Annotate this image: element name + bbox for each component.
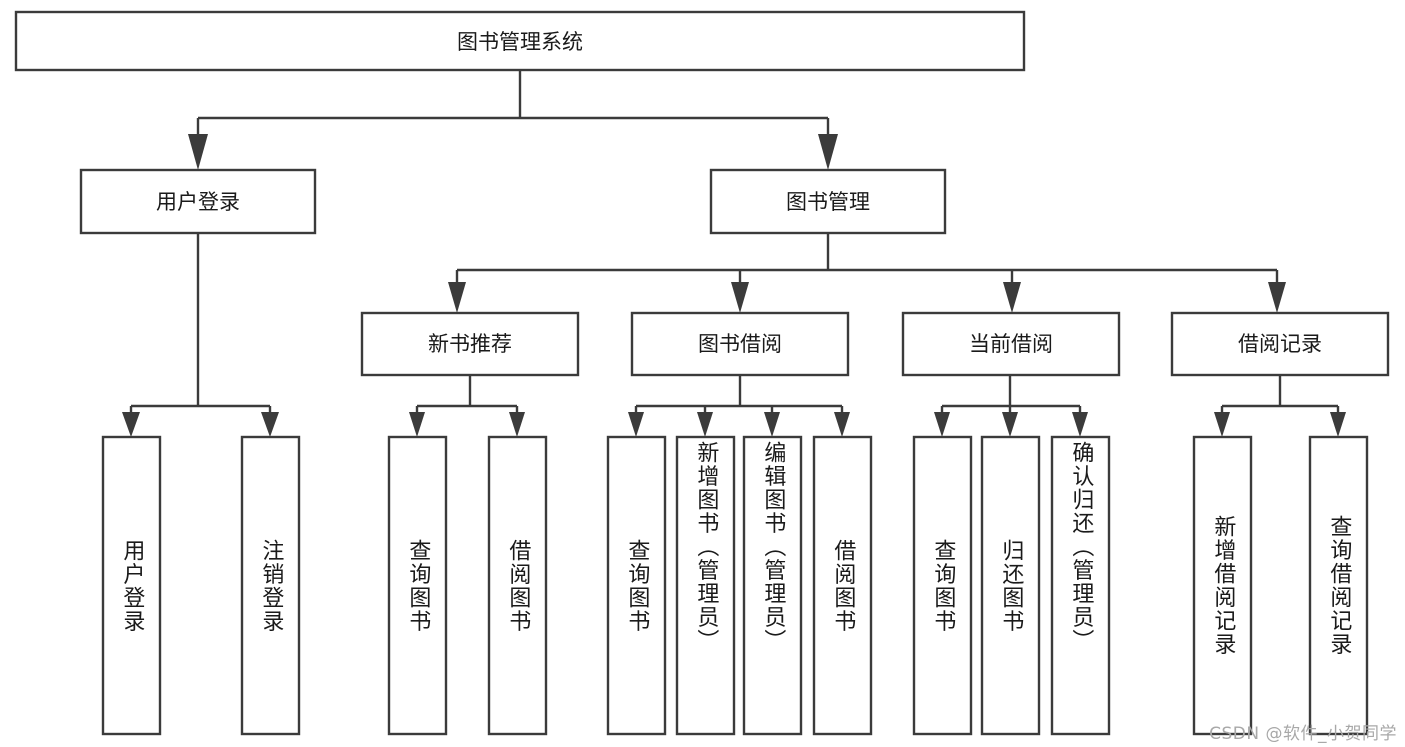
node-root-box[interactable] [14,10,1026,72]
arrow-head-nbr-leaf-1 [409,412,425,437]
leaf-box-group [101,435,1369,736]
node-user-login-box[interactable] [79,168,317,235]
node-book-management[interactable]: 图书管理 [709,168,947,235]
connector-group-book-manage [448,233,1286,313]
node-new-book-recommend-label: 新书推荐 [428,332,512,356]
arrow-head-new-book-rec [448,282,466,313]
arrow-head-cb-leaf-1 [934,412,950,437]
node-borrow-record-label: 借阅记录 [1238,332,1322,356]
arrow-head-user-leaf-2 [261,412,279,437]
node-current-borrow[interactable]: 当前借阅 [901,311,1121,377]
arrow-head-bb-leaf-3 [764,412,780,437]
connector-group-book-borrow [628,375,850,437]
node-user-login-label: 用户登录 [156,190,240,214]
arrow-head-cb-leaf-3 [1072,412,1088,437]
arrow-head-book-borrow [731,282,749,313]
connector-group-new-book-rec [409,375,525,437]
arrow-head-cb-leaf-2 [1002,412,1018,437]
leaf-box-bb-query-book[interactable] [606,435,667,736]
node-book-management-label: 图书管理 [786,190,870,214]
arrow-head-to-book-manage [818,134,838,170]
node-root-book-management-system[interactable]: 图书管理系统 [14,10,1026,72]
node-book-management-box[interactable] [709,168,947,235]
leaf-box-cb-confirm-return-admin[interactable] [1050,435,1111,736]
arrow-head-bb-leaf-2 [697,412,713,437]
leaf-box-nbr-query-book[interactable] [387,435,448,736]
node-borrow-record-box[interactable] [1170,311,1390,377]
leaf-box-bb-add-book-admin[interactable] [675,435,736,736]
arrow-head-bb-leaf-4 [834,412,850,437]
connector-group-root [188,70,838,170]
leaf-box-br-query-record[interactable] [1308,435,1369,736]
node-user-login[interactable]: 用户登录 [79,168,317,235]
leaf-box-user-login[interactable] [101,435,162,736]
arrow-head-nbr-leaf-2 [509,412,525,437]
node-current-borrow-box[interactable] [901,311,1121,377]
leaf-box-bb-borrow-book[interactable] [812,435,873,736]
arrow-head-current-borrow [1003,282,1021,313]
leaf-box-cb-query-book[interactable] [912,435,973,736]
node-new-book-recommend[interactable]: 新书推荐 [360,311,580,377]
arrow-head-br-leaf-1 [1214,412,1230,437]
node-current-borrow-label: 当前借阅 [969,332,1053,356]
node-borrow-record[interactable]: 借阅记录 [1170,311,1390,377]
node-book-borrow-label: 图书借阅 [698,332,782,356]
arrow-head-user-leaf-1 [122,412,140,437]
connector-group-current-borrow [934,375,1088,437]
arrow-head-borrow-record [1268,282,1286,313]
leaf-box-bb-edit-book-admin[interactable] [742,435,803,736]
arrow-head-br-leaf-2 [1330,412,1346,437]
leaf-box-cb-return-book[interactable] [980,435,1041,736]
leaf-box-logout-login[interactable] [240,435,301,736]
connector-group-borrow-record [1214,375,1346,437]
leaf-box-nbr-borrow-book[interactable] [487,435,548,736]
node-root-label: 图书管理系统 [457,30,583,54]
arrow-head-to-user-login [188,134,208,170]
node-book-borrow[interactable]: 图书借阅 [630,311,850,377]
arrow-head-bb-leaf-1 [628,412,644,437]
node-book-borrow-box[interactable] [630,311,850,377]
node-new-book-recommend-box[interactable] [360,311,580,377]
csdn-watermark: CSDN @软件_小贺同学 [1209,724,1397,744]
leaf-box-br-add-record[interactable] [1192,435,1253,736]
connector-group-user-login [122,233,279,437]
